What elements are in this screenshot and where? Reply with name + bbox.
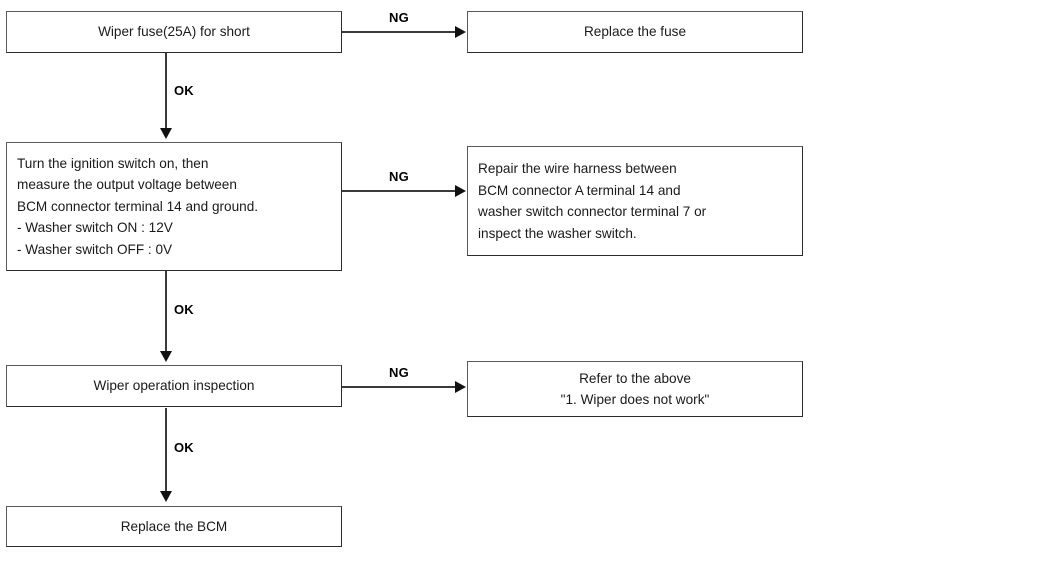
node-wiper-fuse-check[interactable]: Wiper fuse(25A) for short — [6, 11, 342, 53]
edge-label-ok-3: OK — [174, 440, 194, 455]
edge-label-ok-2: OK — [174, 302, 194, 317]
node-text-line: Replace the BCM — [120, 518, 228, 534]
arrow-down-icon — [160, 351, 172, 362]
edge-label-ng-3: NG — [389, 365, 409, 380]
edge-label-ok-1: OK — [174, 83, 194, 98]
connector-ok-3 — [165, 408, 167, 493]
node-text-line: Wiper fuse(25A) for short — [98, 24, 250, 40]
arrow-down-icon — [160, 128, 172, 139]
connector-ng-2 — [342, 190, 457, 192]
node-text-line: Replace the fuse — [583, 24, 687, 40]
node-text-line: Turn the ignition switch on, then — [17, 155, 209, 171]
node-text-line: Refer to the above — [579, 370, 691, 386]
connector-ng-1 — [342, 31, 457, 33]
edge-label-ng-2: NG — [389, 169, 409, 184]
node-text-line: Repair the wire harness between — [478, 161, 677, 176]
node-text-line: "1. Wiper does not work" — [560, 392, 710, 407]
connector-ok-1 — [165, 53, 167, 131]
node-measure-output-voltage[interactable]: Turn the ignition switch on, then measur… — [6, 142, 342, 271]
node-text-line: measure the output voltage between — [17, 177, 237, 193]
arrow-right-icon — [455, 381, 466, 393]
edge-label-ng-1: NG — [389, 10, 409, 25]
arrow-right-icon — [455, 185, 466, 197]
node-text-line: - Washer switch OFF : 0V — [17, 241, 173, 257]
node-repair-wire-harness[interactable]: Repair the wire harness between BCM conn… — [467, 146, 803, 256]
node-text-line: BCM connector terminal 14 and ground. — [17, 198, 259, 214]
arrow-right-icon — [455, 26, 466, 38]
arrow-down-icon — [160, 491, 172, 502]
connector-ok-2 — [165, 271, 167, 353]
node-text-line: washer switch connector terminal 7 or — [478, 204, 707, 219]
node-refer-to-the-above[interactable]: Refer to the above "1. Wiper does not wo… — [467, 361, 803, 417]
node-wiper-operation-inspection[interactable]: Wiper operation inspection — [6, 365, 342, 407]
connector-ng-3 — [342, 386, 457, 388]
node-replace-the-fuse[interactable]: Replace the fuse — [467, 11, 803, 53]
node-text-line: inspect the washer switch. — [478, 225, 637, 241]
node-replace-the-bcm[interactable]: Replace the BCM — [6, 506, 342, 547]
node-text-line: - Washer switch ON : 12V — [17, 220, 173, 236]
node-text-line: BCM connector A terminal 14 and — [478, 182, 681, 198]
node-text-line: Wiper operation inspection — [93, 378, 255, 394]
